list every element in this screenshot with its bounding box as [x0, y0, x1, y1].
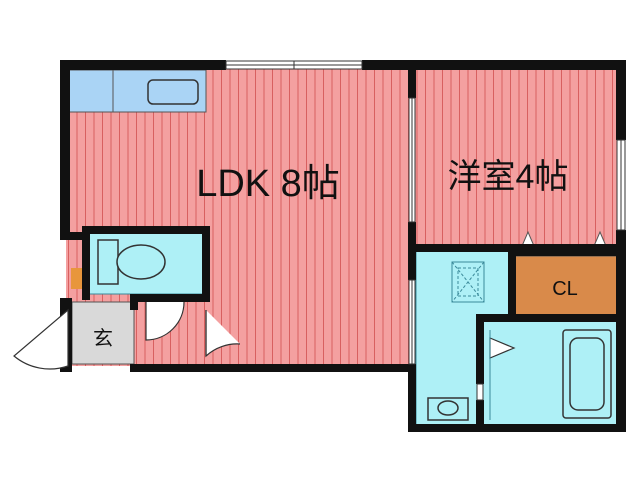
partition-sliding-door: [408, 97, 416, 223]
washing-machine-pan-icon: [451, 261, 485, 303]
closet: [511, 255, 619, 317]
closet-label: CL: [552, 278, 578, 300]
window-top: [225, 60, 363, 70]
western-room-floor: [414, 68, 618, 248]
washroom-sliding-door: [408, 279, 416, 365]
western-room-label: 洋室4帖: [448, 158, 569, 196]
sink-icon: [147, 79, 199, 105]
bath-sliding-door: [476, 383, 484, 401]
toilet-door-swing: [145, 301, 185, 341]
shoe-box: [71, 268, 82, 289]
entrance-door-swing: [13, 308, 69, 370]
toilet-icon: [97, 239, 166, 285]
ldk-label: LDK 8帖: [196, 163, 340, 205]
walls: [60, 60, 626, 432]
entrance-label: 玄: [93, 327, 113, 350]
bathtub-icon: [562, 329, 612, 419]
window-right: [616, 139, 626, 231]
wash-basin-icon: [427, 397, 469, 421]
